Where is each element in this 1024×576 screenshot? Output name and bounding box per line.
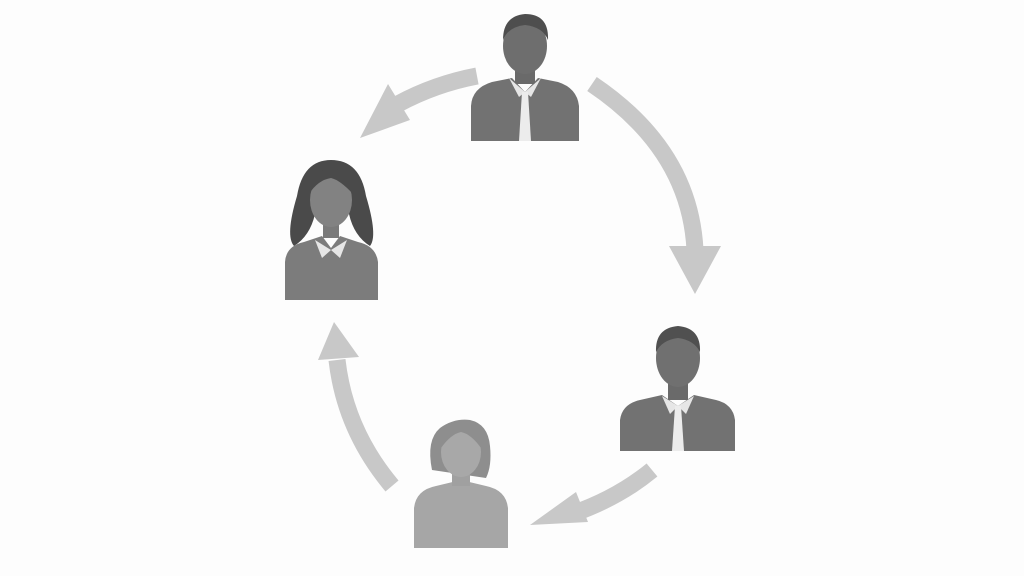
person-right-man-icon	[620, 326, 735, 451]
person-bottom-woman-icon	[414, 419, 508, 548]
person-left-woman-icon	[285, 160, 378, 300]
arrow-left-to-top	[360, 67, 479, 138]
arrow-top-to-right	[587, 76, 721, 294]
person-top-man-icon	[471, 14, 579, 141]
arrow-right-to-bottom	[530, 463, 658, 525]
arrow-bottom-to-left	[318, 322, 399, 492]
